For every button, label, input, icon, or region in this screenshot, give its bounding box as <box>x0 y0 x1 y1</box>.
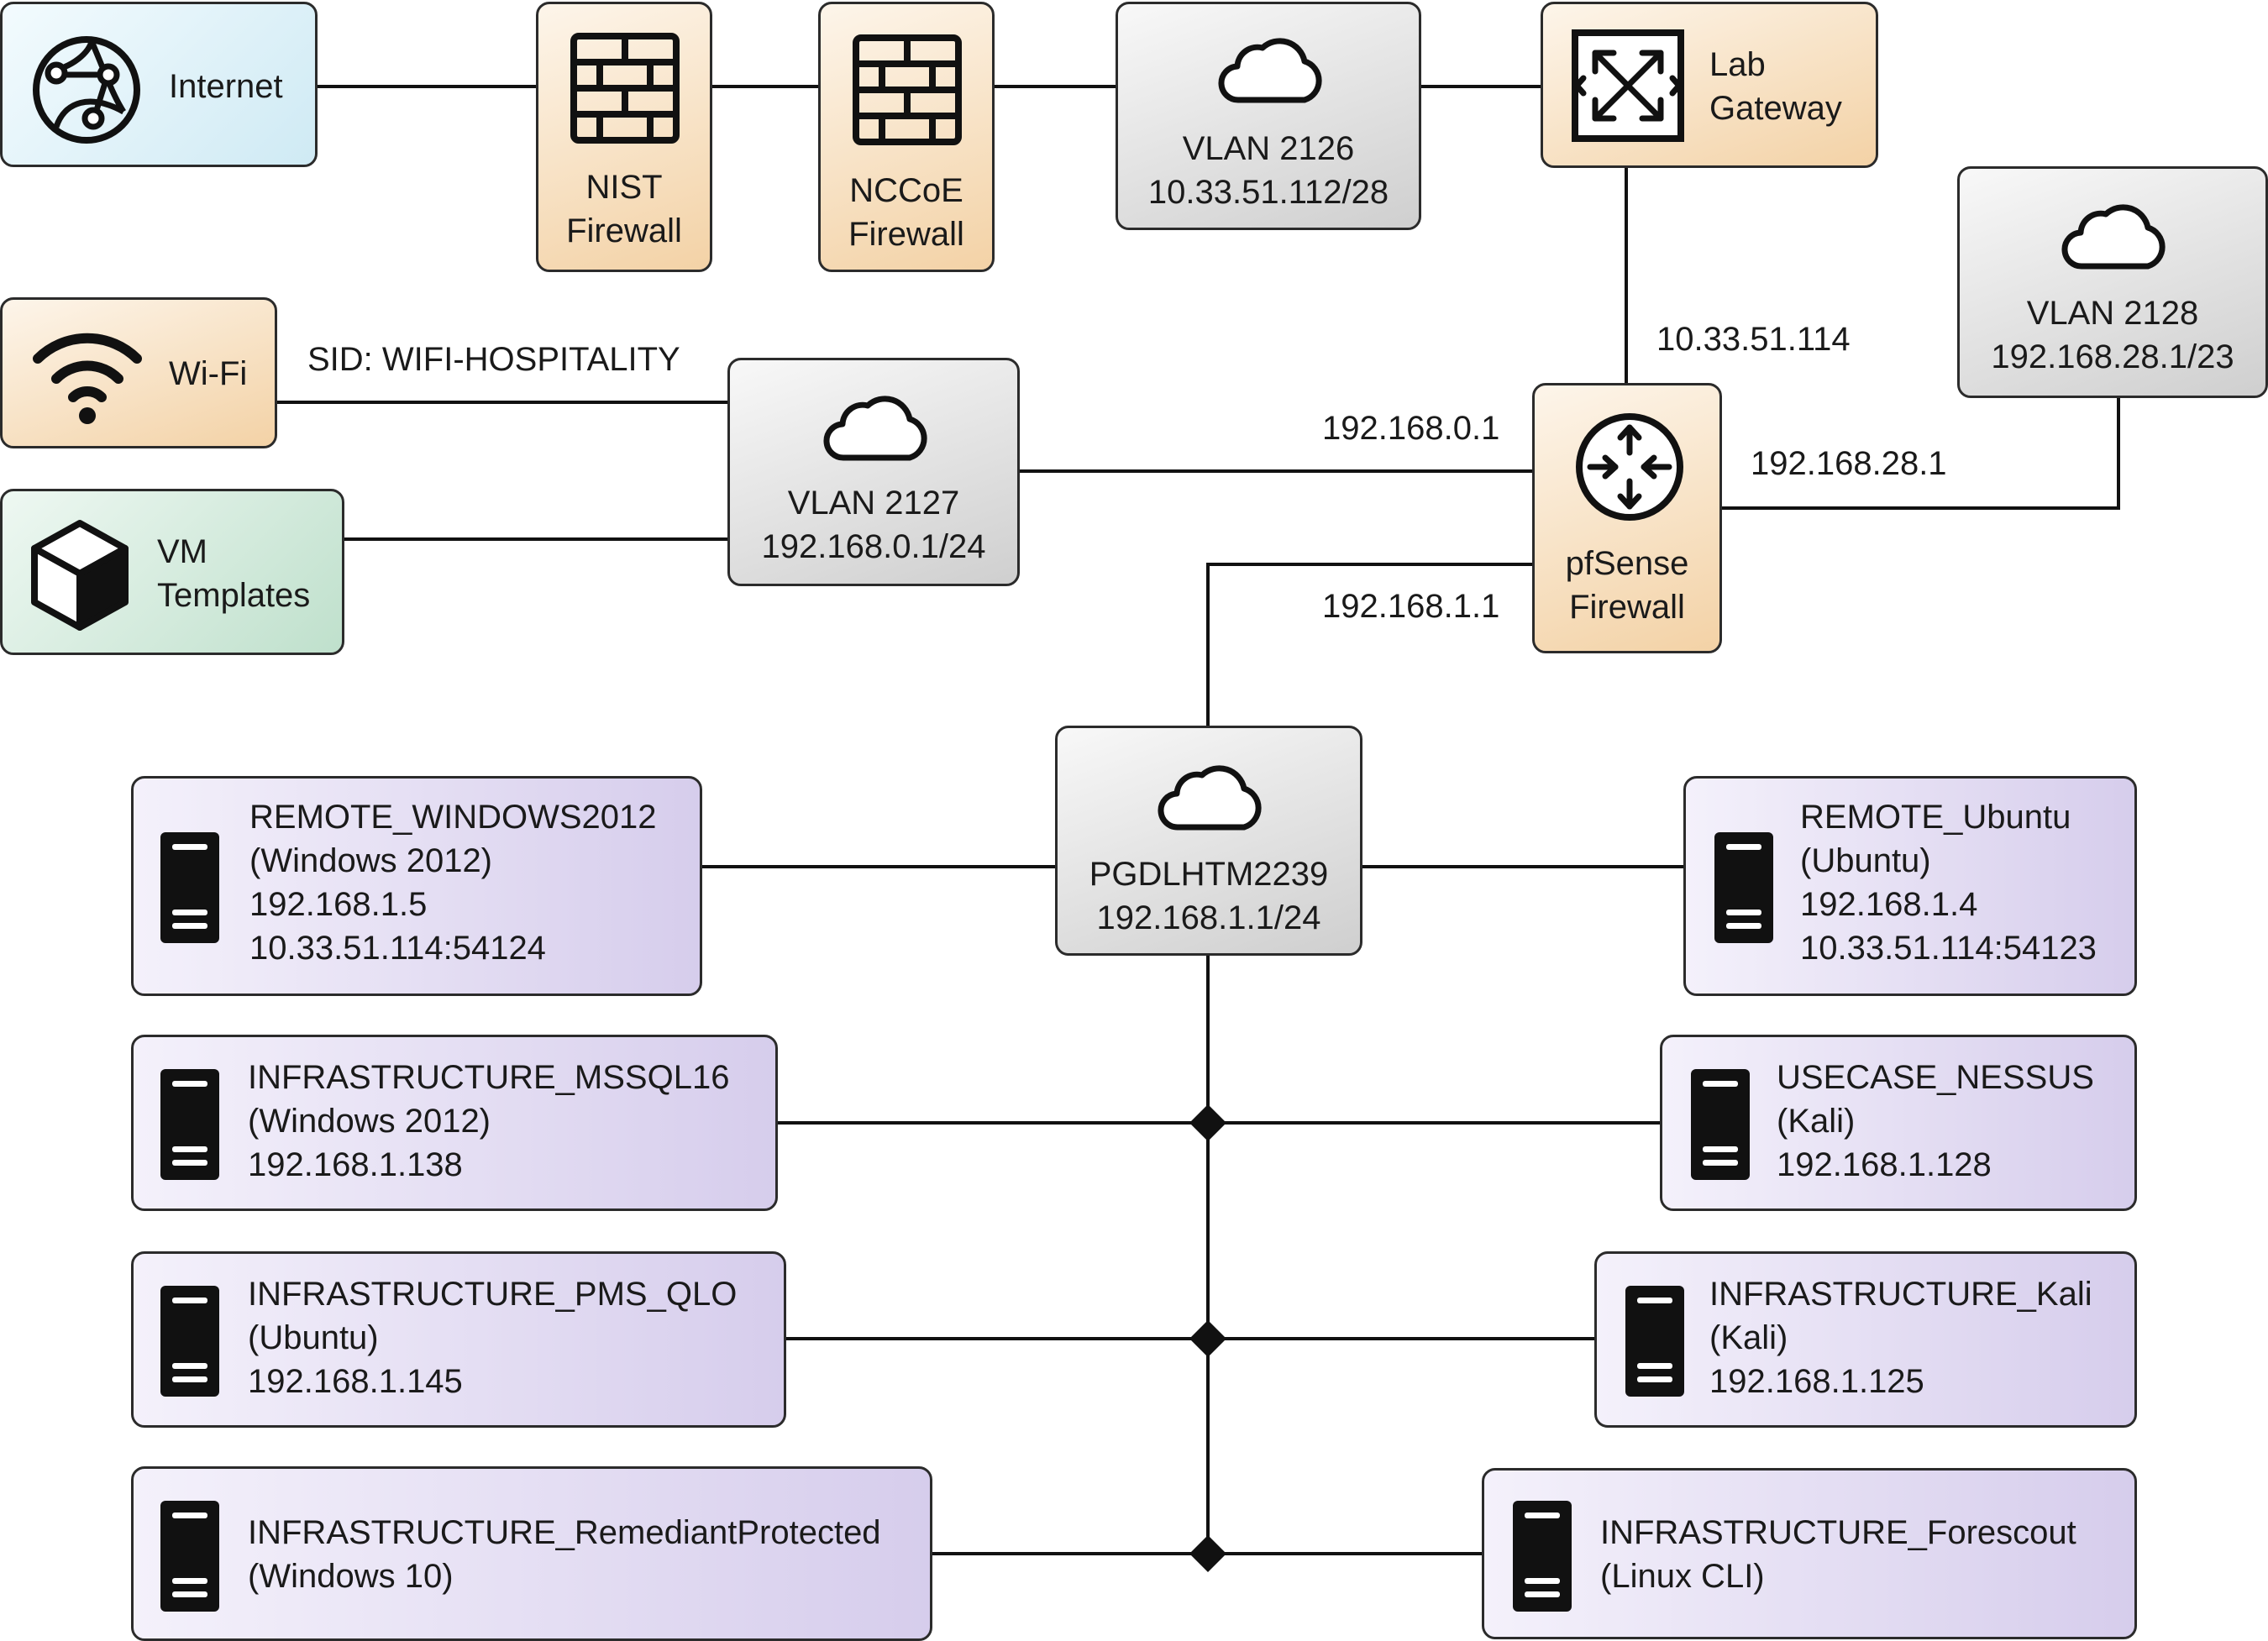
server-infrastructure-mssql16-text: INFRASTRUCTURE_MSSQL16 (Windows 2012) 19… <box>248 1059 730 1183</box>
gateway-link-label: 10.33.51.114 <box>1656 321 1851 358</box>
nccoe-firewall-node: NCCoE Firewall <box>818 2 995 272</box>
pgdlhtm2239-label: PGDLHTM2239 192.168.1.1/24 <box>1089 856 1329 936</box>
server-icon <box>1691 1069 1750 1180</box>
server-icon <box>160 1501 219 1612</box>
vlan-2127-node: VLAN 2127 192.168.0.1/24 <box>727 358 1020 586</box>
server-infrastructure-remediantprotected-text: INFRASTRUCTURE_RemediantProtected (Windo… <box>248 1514 881 1595</box>
vlan2127-link-label: 192.168.0.1 <box>1322 410 1500 447</box>
wifi-icon <box>33 333 142 424</box>
server-infrastructure-pms-qlo: INFRASTRUCTURE_PMS_QLO (Ubuntu) 192.168.… <box>131 1251 786 1428</box>
pfsense-firewall-label: pfSense Firewall <box>1565 545 1689 626</box>
vlan-2128-node: VLAN 2128 192.168.28.1/23 <box>1957 166 2268 398</box>
vlan-2127-label: VLAN 2127 192.168.0.1/24 <box>761 485 986 565</box>
junction-diamond <box>1189 1104 1226 1141</box>
vm-templates-label: VM Templates <box>157 533 311 614</box>
cloud-icon <box>2061 204 2166 270</box>
server-icon <box>1513 1501 1572 1612</box>
wifi-sid-label: SID: WIFI-HOSPITALITY <box>307 341 680 378</box>
cloud-icon <box>1218 38 1322 103</box>
server-usecase-nessus: USECASE_NESSUS (Kali) 192.168.1.128 <box>1660 1035 2137 1211</box>
lab-gateway-node: Lab Gateway <box>1541 2 1878 168</box>
server-usecase-nessus-text: USECASE_NESSUS (Kali) 192.168.1.128 <box>1777 1059 2094 1183</box>
crossed-arrows-icon <box>1572 29 1684 142</box>
server-icon <box>160 1069 219 1180</box>
server-icon <box>160 832 219 943</box>
internet-label: Internet <box>169 68 283 105</box>
wifi-label: Wi-Fi <box>169 355 248 392</box>
lab-gateway-label: Lab Gateway <box>1709 46 1842 127</box>
server-icon <box>160 1286 219 1397</box>
server-infrastructure-forescout-text: INFRASTRUCTURE_Forescout (Linux CLI) <box>1600 1514 2076 1595</box>
server-remote-windows2012: REMOTE_WINDOWS2012 (Windows 2012) 192.16… <box>131 776 702 996</box>
server-remote-ubuntu-text: REMOTE_Ubuntu (Ubuntu) 192.168.1.4 10.33… <box>1800 799 2097 967</box>
server-infrastructure-mssql16: INFRASTRUCTURE_MSSQL16 (Windows 2012) 19… <box>131 1035 778 1211</box>
server-infrastructure-kali-text: INFRASTRUCTURE_Kali (Kali) 192.168.1.125 <box>1709 1276 2092 1400</box>
vm-templates-node: VM Templates <box>0 489 344 655</box>
internet-node: Internet <box>0 2 318 167</box>
nccoe-firewall-label: NCCoE Firewall <box>848 172 964 253</box>
globe-icon <box>33 36 140 144</box>
brick-wall-icon <box>570 33 680 144</box>
server-infrastructure-forescout: INFRASTRUCTURE_Forescout (Linux CLI) <box>1482 1468 2137 1639</box>
junction-diamond <box>1189 1535 1226 1572</box>
cloud-icon <box>823 396 927 461</box>
vlan-2126-node: VLAN 2126 10.33.51.112/28 <box>1116 2 1421 230</box>
cube-icon <box>31 520 129 631</box>
server-infrastructure-kali: INFRASTRUCTURE_Kali (Kali) 192.168.1.125 <box>1594 1251 2137 1428</box>
vlan-2126-label: VLAN 2126 10.33.51.112/28 <box>1147 130 1389 211</box>
cloud-icon <box>1158 765 1262 831</box>
server-icon <box>1625 1286 1684 1397</box>
nist-firewall-label: NIST Firewall <box>566 169 682 249</box>
server-infrastructure-remediantprotected: INFRASTRUCTURE_RemediantProtected (Windo… <box>131 1466 932 1641</box>
server-icon <box>1714 832 1773 943</box>
vlan2128-link-label: 192.168.28.1 <box>1751 445 1947 482</box>
brick-wall-icon <box>853 34 962 145</box>
server-remote-ubuntu: REMOTE_Ubuntu (Ubuntu) 192.168.1.4 10.33… <box>1683 776 2137 996</box>
server-remote-windows2012-text: REMOTE_WINDOWS2012 (Windows 2012) 192.16… <box>249 799 657 967</box>
pgdlhtm2239-node: PGDLHTM2239 192.168.1.1/24 <box>1055 726 1362 956</box>
nist-firewall-node: NIST Firewall <box>536 2 712 272</box>
vlan-2128-label: VLAN 2128 192.168.28.1/23 <box>1991 295 2234 375</box>
junction-diamond <box>1189 1320 1226 1357</box>
pgd-link-label: 192.168.1.1 <box>1322 588 1500 625</box>
pfsense-firewall-node: pfSense Firewall <box>1532 383 1722 653</box>
server-infrastructure-pms-qlo-text: INFRASTRUCTURE_PMS_QLO (Ubuntu) 192.168.… <box>248 1276 738 1400</box>
wifi-node: Wi-Fi <box>0 297 277 448</box>
router-icon <box>1576 413 1683 521</box>
